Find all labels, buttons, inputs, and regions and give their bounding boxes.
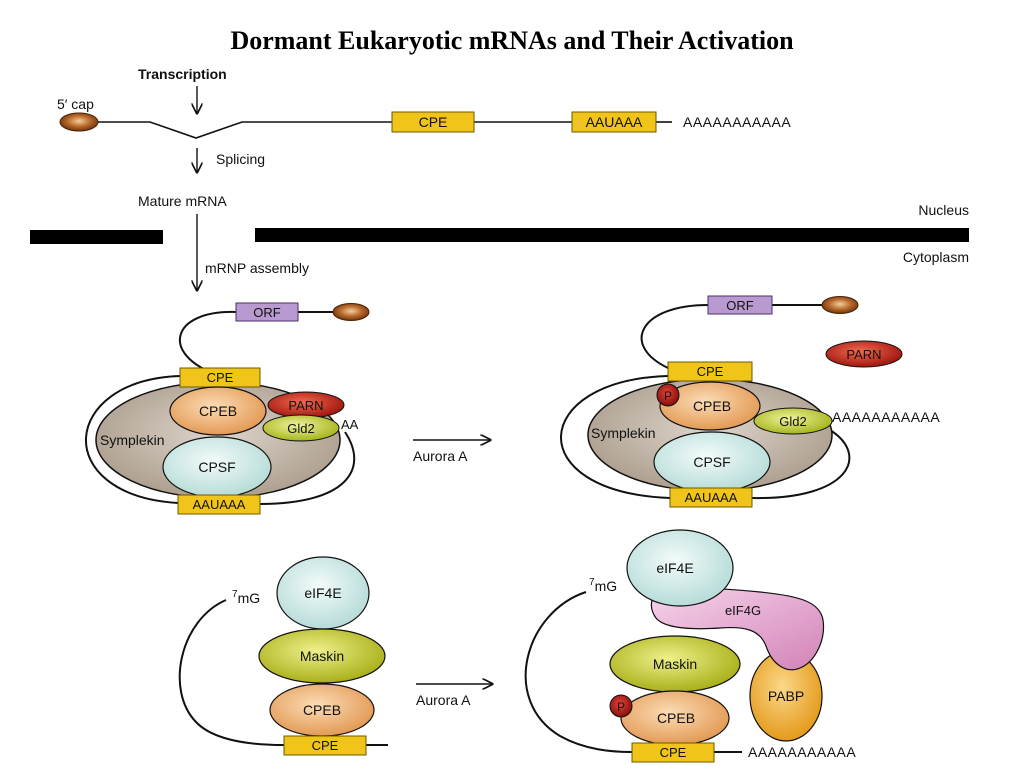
maskin-active-eif4g-label: eIF4G — [725, 603, 761, 618]
active-gld2: Gld2 — [753, 407, 833, 435]
aurora-a-label-upper: Aurora A — [413, 448, 468, 464]
dormant-cpsf-label: CPSF — [198, 459, 235, 475]
dormant-mrna-left-loop — [85, 375, 181, 504]
maskin-active-phospho-label: P — [617, 700, 625, 714]
seven-mg-right-sup: 7 — [589, 577, 595, 588]
pre-mrna-strand — [98, 121, 392, 139]
seven-mg-right-label: 7mG — [589, 577, 617, 594]
dormant-orf-label: ORF — [253, 305, 281, 320]
splicing-label: Splicing — [216, 151, 265, 167]
maskin-active-cpeb-label: CPEB — [657, 710, 695, 726]
active-phospho-badge: P — [656, 383, 680, 407]
dormant-gld2: Gld2 — [262, 414, 340, 442]
active-parn: PARN — [825, 340, 903, 368]
dormant-aauaaa-box: AAUAAA — [177, 494, 261, 515]
active-gld2-label: Gld2 — [779, 414, 806, 429]
active-mrna-tail-loop — [751, 429, 851, 500]
pre-cpe-box: CPE — [391, 111, 475, 133]
dormant-mrna-tail-loop — [259, 431, 356, 505]
maskin-repressed-cpe-box: CPE — [283, 735, 367, 756]
active-polya-tail: AAAAAAAAAAA — [832, 409, 940, 425]
active-cpe-box: CPE — [667, 361, 753, 382]
pre-cpe-label: CPE — [419, 114, 448, 130]
maskin-repressed-maskin: Maskin — [258, 628, 386, 684]
cytoplasm-label: Cytoplasm — [903, 249, 969, 265]
maskin-active-pabp-label: PABP — [768, 688, 804, 704]
active-aauaaa-box: AAUAAA — [669, 487, 753, 508]
pre-polya-tail: AAAAAAAAAAA — [683, 114, 791, 130]
maskin-repressed-maskin-label: Maskin — [300, 648, 344, 664]
dormant-symplekin-label: Symplekin — [100, 432, 165, 448]
active-symplekin-label: Symplekin — [591, 425, 656, 441]
nuclear-membrane-left — [30, 230, 163, 244]
seven-mg-left-sup: 7 — [232, 589, 238, 600]
active-parn-label: PARN — [846, 347, 881, 362]
page-title: Dormant Eukaryotic mRNAs and Their Activ… — [230, 26, 794, 55]
maskin-active-polya-tail: AAAAAAAAAAA — [748, 744, 856, 760]
maskin-repressed-cpeb: CPEB — [269, 683, 375, 737]
maskin-active-eif4e-label: eIF4E — [656, 560, 693, 576]
dormant-aauaaa-label: AAUAAA — [193, 497, 246, 512]
maskin-active-cpe-label: CPE — [660, 745, 687, 760]
active-cpeb-label: CPEB — [693, 398, 731, 414]
maskin-repressed-mrna — [178, 599, 285, 746]
dormant-mrna-spacer — [260, 312, 300, 377]
dormant-aa-tail: AA — [341, 417, 359, 432]
dormant-cpe-box: CPE — [179, 367, 261, 388]
dormant-orf-box: ORF — [235, 302, 299, 322]
active-mrna-loop-top — [640, 304, 709, 369]
maskin-active-mrna — [524, 591, 633, 753]
pre-aauaaa-box: AAUAAA — [571, 111, 657, 133]
dormant-cpsf: CPSF — [162, 436, 272, 498]
active-cpeb: CPEB — [659, 381, 761, 431]
active-phospho-label: P — [664, 389, 672, 403]
five-prime-cap-icon — [59, 112, 99, 132]
dormant-parn: PARN — [267, 391, 345, 419]
maskin-active-maskin-label: Maskin — [653, 656, 697, 672]
seven-mg-left-text: mG — [238, 590, 261, 606]
nucleus-label: Nucleus — [918, 202, 969, 218]
maskin-active-eif4e: eIF4E — [626, 529, 734, 607]
maskin-active-cpeb: CPEB — [620, 690, 730, 746]
dormant-cap-icon — [332, 303, 370, 321]
maskin-active-pabp: PABP — [749, 650, 823, 742]
active-cpsf: CPSF — [653, 431, 771, 493]
maskin-active-eif4g: eIF4G — [650, 587, 825, 671]
active-cpe-label: CPE — [697, 364, 724, 379]
aurora-a-label-lower: Aurora A — [416, 692, 471, 708]
maskin-active-maskin: Maskin — [609, 635, 741, 693]
dormant-cpe-label: CPE — [207, 370, 234, 385]
maskin-active-cpe-box: CPE — [631, 742, 715, 763]
active-aauaaa-label: AAUAAA — [685, 490, 738, 505]
cap-label: 5′ cap — [57, 96, 94, 112]
dormant-cpeb: CPEB — [169, 386, 267, 436]
pre-aauaaa-label: AAUAAA — [586, 114, 643, 130]
nuclear-membrane-right — [255, 228, 969, 242]
maskin-repressed-eif4e-label: eIF4E — [304, 585, 341, 601]
maskin-active-phospho-badge: P — [609, 694, 633, 718]
active-cap-icon — [821, 296, 859, 314]
maskin-repressed-cpe-label: CPE — [312, 738, 339, 753]
active-cpsf-label: CPSF — [693, 454, 730, 470]
seven-mg-left-label: 7mG — [232, 589, 260, 606]
mature-mrna-label: Mature mRNA — [138, 193, 227, 209]
dormant-gld2-label: Gld2 — [287, 421, 314, 436]
maskin-repressed-eif4e: eIF4E — [276, 556, 370, 630]
active-mrna-left-loop — [560, 375, 671, 499]
seven-mg-right-text: mG — [595, 578, 618, 594]
mrnp-assembly-label: mRNP assembly — [205, 260, 309, 276]
transcription-label: Transcription — [138, 66, 227, 82]
maskin-repressed-cpeb-label: CPEB — [303, 702, 341, 718]
dormant-parn-label: PARN — [288, 398, 323, 413]
dormant-cpeb-label: CPEB — [199, 403, 237, 419]
active-orf-box: ORF — [707, 295, 773, 315]
active-orf-label: ORF — [726, 298, 754, 313]
dormant-mrna-loop-top — [178, 310, 237, 376]
